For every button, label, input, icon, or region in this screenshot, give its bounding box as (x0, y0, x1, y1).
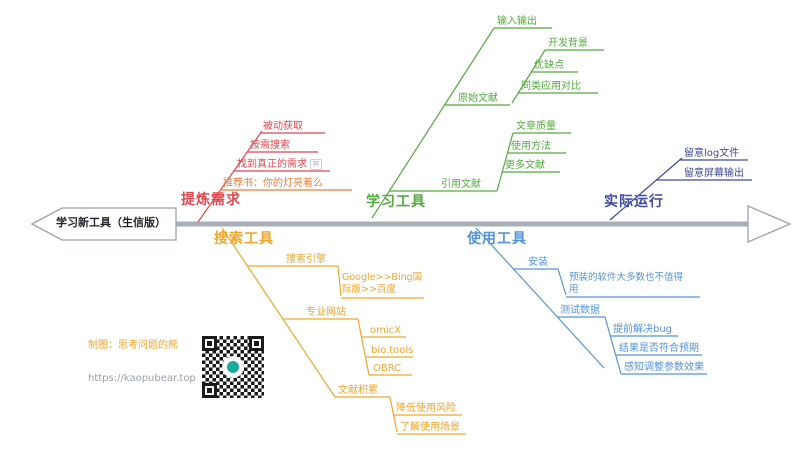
credit-url: https://kaopubear.top (88, 373, 196, 384)
topic-on-demand-search[interactable]: 按需搜索 (250, 140, 290, 151)
topic-fix-bugs-early[interactable]: 提前解决bug (613, 324, 673, 335)
credit-text: 制图：思考问题的熊 (88, 340, 178, 351)
branch-learn-lines (371, 27, 604, 219)
qr-finder-bottom-left (202, 383, 217, 398)
topic-install[interactable]: 安装 (528, 257, 548, 268)
topic-input-output[interactable]: 输入输出 (497, 16, 537, 27)
root-shape (30, 207, 177, 241)
qr-logo-icon (227, 361, 239, 373)
topic-reduce-risk[interactable]: 降低使用风险 (396, 403, 456, 414)
branch-learn-label[interactable]: 学习工具 (366, 194, 426, 210)
fish-head-shape (747, 205, 792, 243)
branch-use-label[interactable]: 使用工具 (467, 231, 527, 247)
spine-group (30, 205, 792, 243)
topic-watch-screen-output[interactable]: 留意屏幕输出 (684, 168, 744, 179)
topic-article-quality[interactable]: 文章质量 (516, 121, 556, 132)
topic-param-tuning-effect[interactable]: 感知调整参数效果 (624, 362, 704, 373)
branch-use-lines (475, 227, 707, 375)
topic-pros-cons[interactable]: 优缺点 (534, 60, 564, 71)
topic-biotools[interactable]: bio.tools (371, 345, 414, 356)
topic-dev-background[interactable]: 开发背景 (548, 38, 588, 49)
topic-professional-sites[interactable]: 专业网站 (306, 307, 346, 318)
branch-search-lines (221, 227, 466, 435)
topic-preinstalled-software[interactable]: 预装的软件大多数也不值得用 (569, 272, 684, 295)
topic-find-real-need[interactable]: 找到真正的需求≡ (237, 159, 322, 171)
topic-recommended-book[interactable]: 推荐书：你的灯亮着么 (223, 178, 323, 189)
topic-more-literature[interactable]: 更多文献 (505, 160, 545, 171)
topic-usage-method[interactable]: 使用方法 (511, 141, 551, 152)
notes-icon: ≡ (310, 159, 322, 170)
topic-omicx[interactable]: omicX (370, 325, 401, 336)
qr-finder-top-right (249, 336, 264, 351)
topic-search-engine[interactable]: 搜索引擎 (286, 254, 326, 265)
branch-search-label[interactable]: 搜索工具 (214, 231, 274, 247)
branch-refine-lines (197, 130, 352, 223)
topic-watch-log-file[interactable]: 留意log文件 (684, 148, 740, 159)
topic-similar-app-compare[interactable]: 同类应用对比 (521, 81, 581, 92)
topic-cited-literature[interactable]: 引用文献 (441, 179, 481, 190)
qr-center-logo (223, 357, 243, 377)
topic-original-literature[interactable]: 原始文献 (458, 93, 498, 104)
topic-find-real-need-text: 找到真正的需求 (237, 159, 307, 170)
topic-result-as-expected[interactable]: 结果是否符合预期 (619, 343, 699, 354)
topic-obrc[interactable]: OBRC (373, 363, 402, 374)
root-topic[interactable]: 学习新工具（生信版） (56, 216, 166, 229)
topic-passive-acquire[interactable]: 被动获取 (263, 121, 303, 132)
qr-finder-top-left (202, 336, 217, 351)
branch-run-label[interactable]: 实际运行 (604, 194, 664, 210)
topic-engine-ranking[interactable]: Google>>Bing国际版>>百度 (342, 272, 423, 295)
branch-run-lines (609, 157, 752, 221)
topic-literature-accumulation[interactable]: 文献积累 (338, 385, 378, 396)
qr-code (200, 334, 266, 400)
branch-refine-label[interactable]: 提炼需求 (181, 192, 241, 208)
topic-test-data[interactable]: 测试数据 (560, 305, 600, 316)
topic-know-use-cases[interactable]: 了解使用场景 (400, 422, 460, 433)
